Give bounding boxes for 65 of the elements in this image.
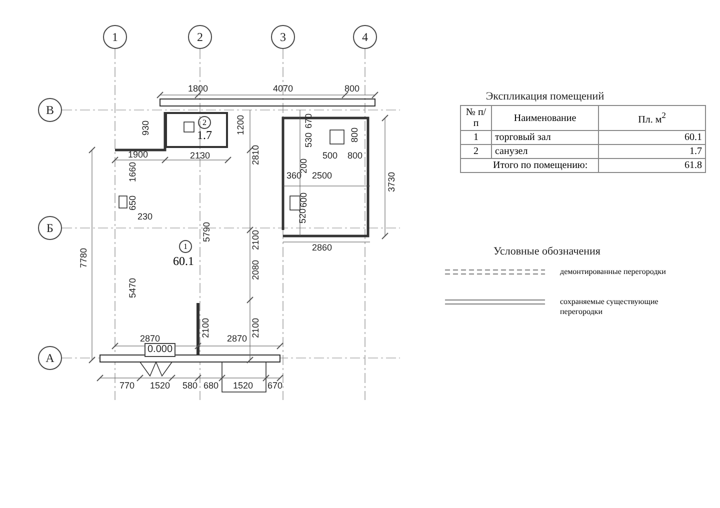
axis-bubble: 4 <box>353 25 377 49</box>
dimension-value: 1800 <box>188 84 208 94</box>
room-number: 2 <box>198 116 211 129</box>
level-mark: 0.000 <box>144 343 176 357</box>
dimension-value: 800 <box>350 127 360 143</box>
room-area: 60.1 <box>173 254 194 269</box>
dimension-value: 930 <box>142 120 150 136</box>
dimension-value: 5470 <box>128 278 138 298</box>
dimension-value: 2500 <box>312 172 332 180</box>
room-area: 1.7 <box>197 128 212 143</box>
axis-bubble: 2 <box>188 25 212 49</box>
axis-bubble: 3 <box>271 25 295 49</box>
dimension-value: 2810 <box>252 144 260 166</box>
table-cell: 61.8 <box>598 158 706 172</box>
axis-bubble: Б <box>38 216 62 240</box>
dimension-value: 800 <box>344 84 360 94</box>
dimension-value: 360 <box>286 172 302 180</box>
dimension-value: 600 <box>300 192 308 208</box>
header-cell: Наименование <box>492 106 598 130</box>
table-cell: Итого по помещению: <box>460 158 598 172</box>
table-cell: торговый зал <box>492 130 598 144</box>
dimension-value: 7780 <box>80 248 88 268</box>
dimension-value: 2100 <box>252 230 260 250</box>
axis-bubble: А <box>38 346 62 370</box>
dimension-value: 530 <box>304 132 314 148</box>
dimension-value: 670 <box>267 382 283 390</box>
header-cell: № п/п <box>460 106 492 130</box>
dimension-value: 230 <box>137 212 153 222</box>
table-cell: 1.7 <box>598 144 706 158</box>
dimension-value: 580 <box>182 382 198 390</box>
header-cell: Пл. м$^{2}$ <box>598 106 706 130</box>
dimension-value: 650 <box>128 195 138 211</box>
table-cell: 1 <box>460 130 492 144</box>
dimension-value: 3730 <box>388 172 396 192</box>
dimension-value: 1520 <box>232 382 254 390</box>
dimension-value: 2080 <box>252 260 260 280</box>
axis-bubble: В <box>38 98 62 122</box>
legend-text: сохраняемые существующие перегородки <box>560 297 660 316</box>
dimension-value: 1200 <box>236 114 246 136</box>
dimension-value: 2860 <box>312 244 332 252</box>
dimension-value: 1900 <box>128 150 148 160</box>
dimension-value: 1660 <box>128 162 138 182</box>
dimension-value: 2870 <box>140 334 160 344</box>
dimension-value: 1520 <box>150 382 170 390</box>
dimension-value: 770 <box>119 382 135 390</box>
bathroom-room <box>165 112 228 148</box>
heading: Условные обозначения <box>494 246 600 258</box>
dimension-value: 2870 <box>226 334 248 344</box>
dimension-value: 500 <box>322 152 338 160</box>
room-number: 1 <box>179 240 192 253</box>
dimension-value: 5790 <box>202 222 212 242</box>
axis-bubble: 1 <box>103 25 127 49</box>
dimension-value: 2100 <box>252 318 260 338</box>
table-cell: 2 <box>460 144 492 158</box>
dimension-value: 800 <box>347 152 363 160</box>
dimension-value: 680 <box>203 382 219 390</box>
legend-text: демонтированные перегородки <box>560 267 667 277</box>
table-cell: 60.1 <box>598 130 706 144</box>
dimension-value: 520 <box>298 208 308 224</box>
dimension-value: 2100 <box>202 318 210 338</box>
dimension-value: 2130 <box>190 152 210 160</box>
dimension-value: 4070 <box>272 84 294 94</box>
table-cell: санузел <box>492 144 598 158</box>
dimension-value: 200 <box>300 158 308 174</box>
heading: Экспликация помещений <box>486 92 604 102</box>
